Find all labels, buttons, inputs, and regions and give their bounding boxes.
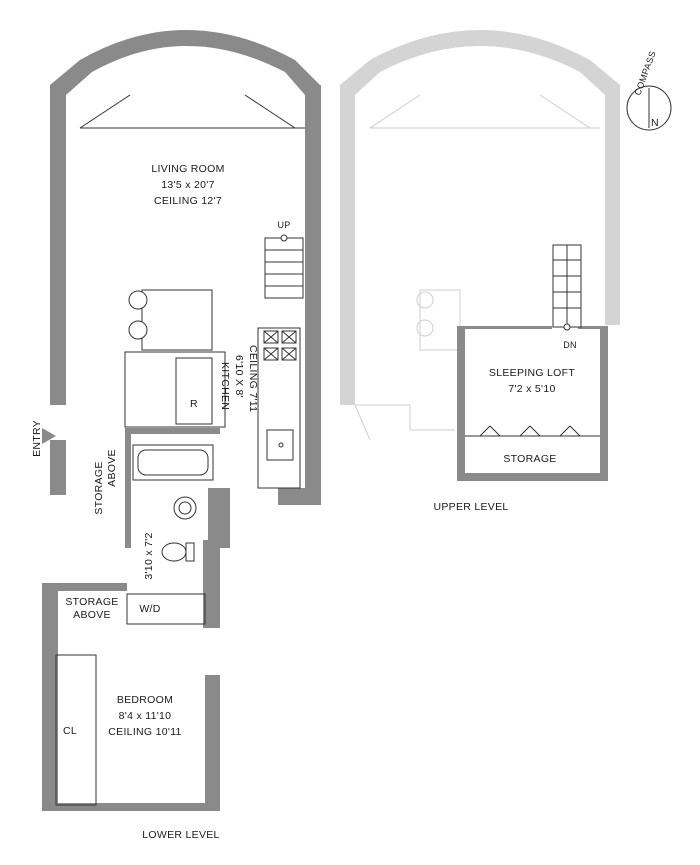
- compass-north: N: [651, 117, 659, 129]
- living-room-name: LIVING ROOM: [151, 163, 224, 175]
- closet-label: CL: [63, 725, 77, 737]
- living-room-dims: 13'5 x 20'7: [161, 179, 214, 191]
- entry-label: ENTRY: [31, 420, 43, 457]
- upper-level-caption: UPPER LEVEL: [433, 501, 508, 513]
- kitchen-dims: 6'10 X 8': [233, 355, 245, 398]
- storage-above-1-line2: ABOVE: [106, 449, 118, 487]
- living-room-ceiling: CEILING 12'7: [154, 195, 222, 207]
- stair-up-label: UP: [277, 220, 290, 230]
- storage-label: STORAGE: [503, 453, 556, 465]
- sleeping-loft-name: SLEEPING LOFT: [489, 367, 575, 379]
- lower-stair: [264, 234, 304, 299]
- upper-stair: [552, 244, 582, 331]
- stair-down-label: DN: [563, 340, 577, 350]
- bath-dims: 3'10 x 7'2: [143, 532, 155, 579]
- upper-level-ghost-walls: [340, 30, 620, 441]
- bedroom-dims: 8'4 x 11'10: [119, 710, 172, 722]
- storage-above-1-line1: STORAGE: [93, 461, 105, 514]
- lower-level-walls: [42, 30, 321, 811]
- refrigerator-label: R: [190, 398, 198, 410]
- bedroom-name: BEDROOM: [117, 694, 173, 706]
- bedroom-ceiling: CEILING 10'11: [108, 726, 181, 738]
- compass-icon: [626, 85, 672, 131]
- kitchen-name: KITCHEN: [219, 362, 231, 410]
- lower-level-caption: LOWER LEVEL: [142, 829, 219, 841]
- sleeping-loft-dims: 7'2 x 5'10: [508, 383, 555, 395]
- washer-dryer-label: W/D: [139, 603, 160, 615]
- storage-above-2-line2: ABOVE: [73, 609, 111, 621]
- kitchen-ceiling: CEILING 7'11: [247, 345, 259, 412]
- entry-arrow-icon: [42, 428, 56, 444]
- storage-above-2-line1: STORAGE: [65, 596, 118, 608]
- sleeping-loft-walls: [457, 326, 608, 481]
